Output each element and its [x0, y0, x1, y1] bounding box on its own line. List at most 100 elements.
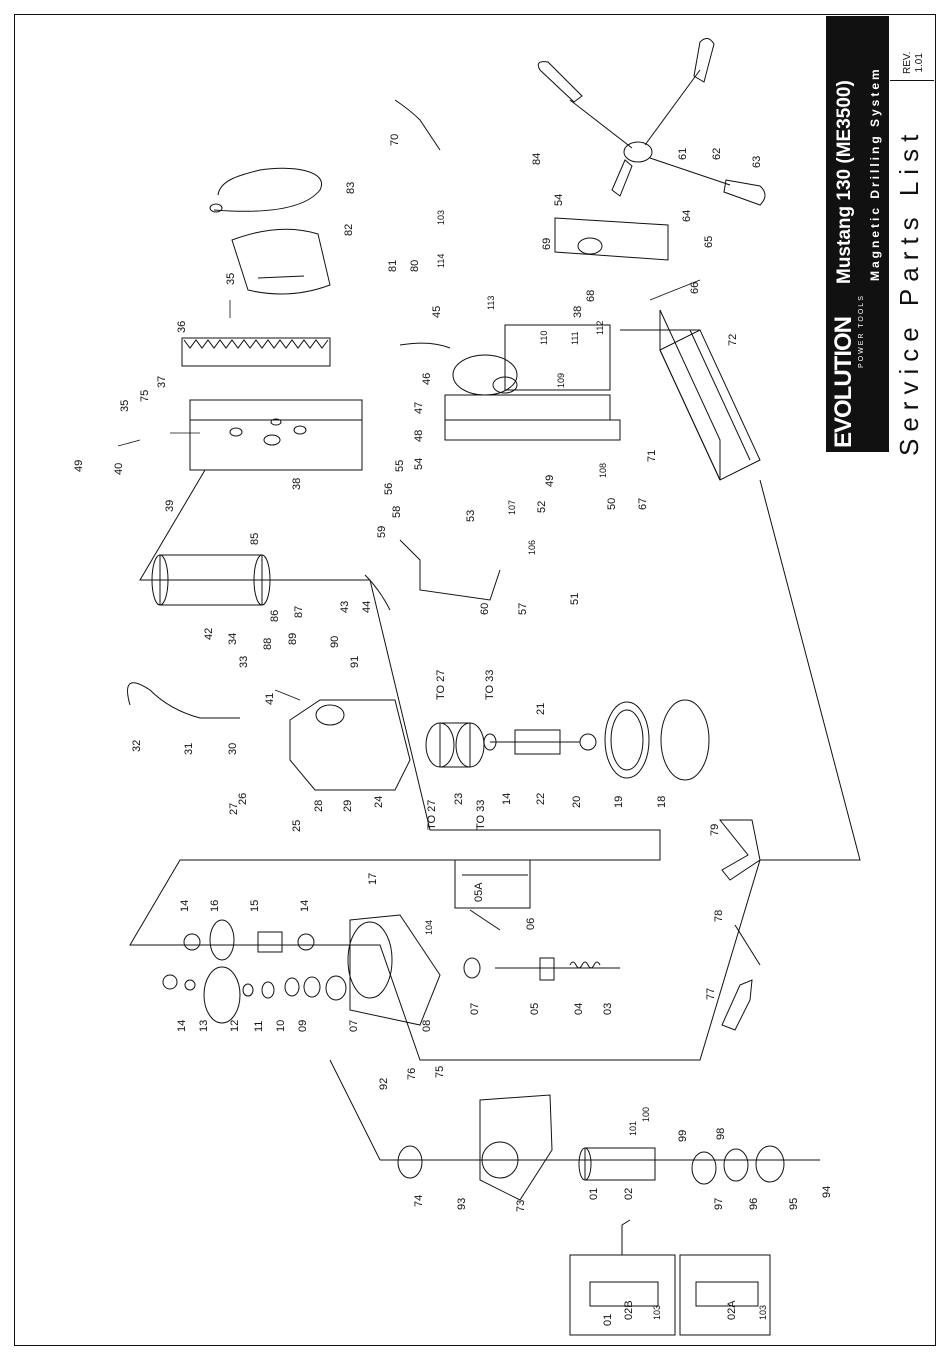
label-p24: 24: [373, 796, 385, 808]
spindle: [454, 859, 620, 981]
label-p03: 03: [602, 1003, 614, 1015]
label-p17: 17: [367, 873, 379, 885]
cover-sheet: [231, 228, 331, 295]
gearbox: [162, 914, 481, 1026]
label-p64: 64: [681, 210, 693, 222]
feed-handles: [537, 38, 766, 206]
label-p38a: 38: [291, 478, 303, 490]
label-p46: 46: [421, 373, 433, 385]
label-p106: 106: [527, 540, 537, 555]
label-p34: 34: [227, 633, 239, 645]
label-p100: 100: [641, 1107, 651, 1122]
label-p22: 22: [535, 793, 547, 805]
label-p92: 92: [378, 1078, 390, 1090]
label-p60: 60: [479, 603, 491, 615]
label-p89: 89: [287, 633, 299, 645]
label-p75a: 75: [434, 1066, 446, 1078]
label-p103b: 103: [652, 1305, 662, 1320]
label-p09: 09: [297, 1020, 309, 1032]
section-outlines: [129, 329, 861, 1161]
label-p59: 59: [376, 526, 388, 538]
label-to27b: TO 27: [426, 800, 438, 830]
label-p97: 97: [713, 1198, 725, 1210]
label-p75b: 75: [139, 390, 151, 402]
label-p12: 12: [229, 1020, 241, 1032]
label-p69: 69: [541, 238, 553, 250]
label-p99: 99: [677, 1130, 689, 1142]
label-p56: 56: [383, 483, 395, 495]
label-p01b: 01: [602, 1314, 614, 1326]
label-p65: 65: [703, 236, 715, 248]
title-block: EVOLUTION POWER TOOLS Mustang 130 (ME350…: [826, 16, 936, 456]
label-p26: 26: [237, 793, 249, 805]
label-p81: 81: [387, 260, 399, 272]
label-p83: 83: [345, 182, 357, 194]
label-p85: 85: [249, 533, 261, 545]
label-p72: 72: [727, 334, 739, 346]
label-p38b: 38: [572, 306, 584, 318]
label-p10: 10: [275, 1020, 287, 1032]
inset-boxes: [569, 1219, 771, 1336]
label-p39: 39: [164, 500, 176, 512]
label-p94: 94: [821, 1186, 833, 1198]
motor-canister: [151, 554, 271, 606]
label-p107: 107: [507, 500, 517, 515]
label-p15: 15: [249, 900, 261, 912]
label-p50: 50: [606, 498, 618, 510]
label-p05a: 05A: [473, 882, 485, 902]
label-p86: 86: [269, 610, 281, 622]
label-p19: 19: [613, 796, 625, 808]
label-p07: 07: [348, 1020, 360, 1032]
motor-column: [444, 217, 669, 441]
label-p55: 55: [394, 460, 406, 472]
label-p28: 28: [313, 800, 325, 812]
label-p114: 114: [436, 254, 446, 268]
leader-lines: [117, 279, 701, 701]
label-p14a: 14: [176, 1020, 188, 1032]
label-p41: 41: [264, 693, 276, 705]
label-p33: 33: [238, 656, 250, 668]
arbor-housing: [397, 1094, 553, 1201]
rack-and-slide: [181, 337, 363, 471]
label-p35b: 35: [119, 400, 131, 412]
label-p47: 47: [413, 402, 425, 414]
label-p95: 95: [788, 1198, 800, 1210]
label-p63: 63: [751, 156, 763, 168]
label-p108: 108: [598, 463, 608, 478]
carry-handle: [399, 539, 501, 601]
label-p111: 111: [570, 331, 580, 345]
label-p36: 36: [176, 321, 188, 333]
label-p91: 91: [349, 656, 361, 668]
label-p77: 77: [705, 988, 717, 1000]
label-p49a: 49: [73, 460, 85, 472]
label-p76: 76: [406, 1068, 418, 1080]
title-band: [826, 16, 888, 452]
cables: [127, 99, 451, 719]
label-p08: 08: [421, 1020, 433, 1032]
label-p98: 98: [715, 1128, 727, 1140]
label-p23: 23: [453, 793, 465, 805]
label-p113: 113: [486, 296, 496, 310]
label-p87: 87: [293, 606, 305, 618]
motor-housing: [289, 699, 411, 791]
label-p71: 71: [646, 450, 658, 462]
label-p14b: 14: [179, 900, 191, 912]
label-p101: 101: [628, 1121, 638, 1136]
label-p109: 109: [556, 373, 566, 388]
label-p02: 02: [623, 1188, 635, 1200]
label-p31: 31: [183, 743, 195, 755]
label-p103a: 103: [436, 210, 446, 225]
label-p42: 42: [203, 628, 215, 640]
page-border: [14, 14, 936, 1346]
label-p14d: 14: [501, 793, 513, 805]
label-p104: 104: [424, 920, 434, 935]
label-p78: 78: [713, 910, 725, 922]
label-p66: 66: [689, 282, 701, 294]
label-p43: 43: [339, 601, 351, 613]
label-p103c: 103: [758, 1305, 768, 1320]
label-p74: 74: [413, 1195, 425, 1207]
label-p80: 80: [409, 260, 421, 272]
label-p61: 61: [677, 148, 689, 160]
label-p40: 40: [113, 463, 125, 475]
